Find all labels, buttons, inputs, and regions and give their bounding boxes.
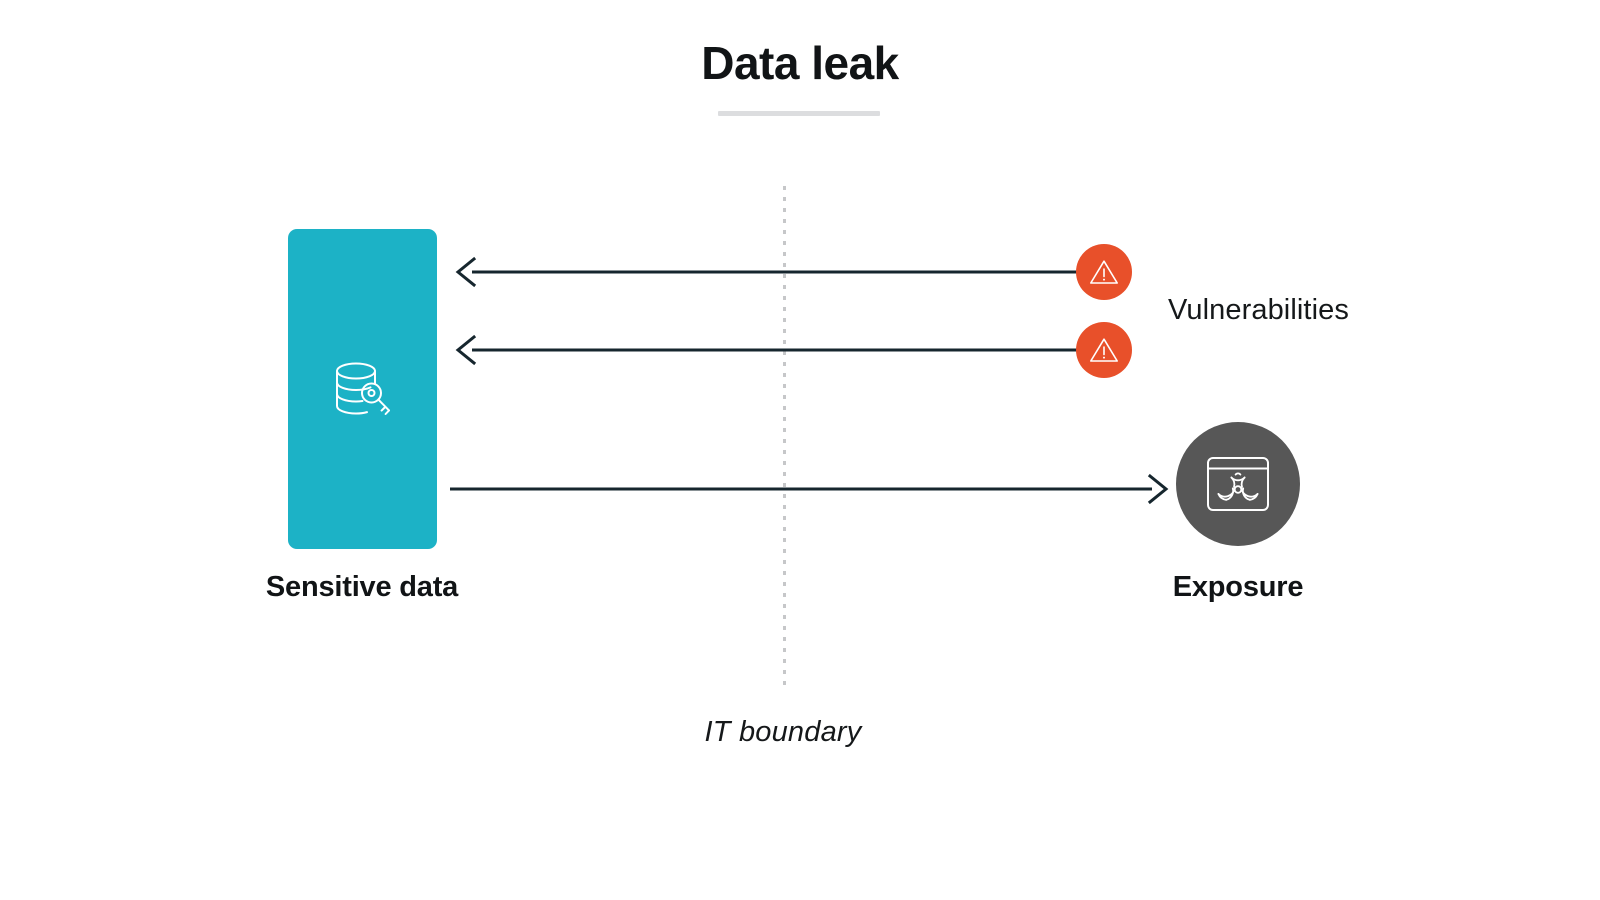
node-exposure[interactable] [1176, 422, 1300, 546]
biohazard-window-icon [1207, 457, 1269, 511]
warning-triangle-icon [1090, 338, 1118, 362]
arrow-exposure [450, 473, 1169, 505]
node-sensitive-data-label: Sensitive data [265, 571, 459, 603]
node-vulnerabilities-label: Vulnerabilities [1168, 294, 1349, 326]
node-exposure-label: Exposure [1172, 571, 1304, 603]
database-key-icon [336, 362, 390, 415]
warning-triangle-icon [1090, 260, 1118, 284]
title-underline-rule [718, 111, 880, 116]
arrow-vulnerability-2 [455, 334, 1080, 366]
page-title: Data leak [701, 37, 899, 89]
arrow-vulnerability-1 [455, 256, 1080, 288]
node-sensitive-data[interactable] [288, 229, 437, 549]
it-boundary-label: IT boundary [704, 716, 862, 748]
node-vulnerability-badge-1[interactable] [1076, 244, 1132, 300]
node-vulnerability-badge-2[interactable] [1076, 322, 1132, 378]
it-boundary-divider [783, 186, 786, 688]
